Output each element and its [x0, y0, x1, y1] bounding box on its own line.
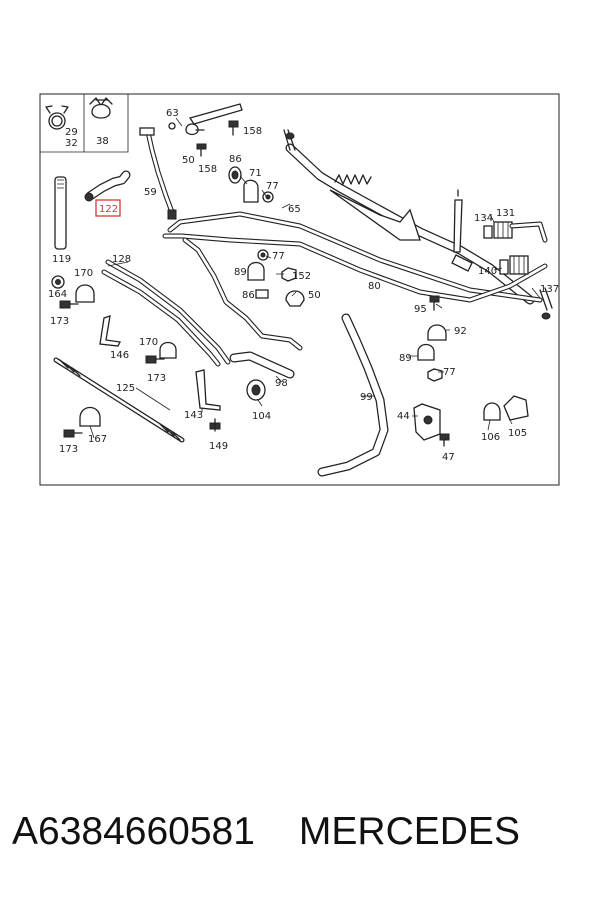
hose-part-99: [317, 313, 389, 477]
part-label-104: 104: [252, 411, 271, 422]
part-label-106: 106: [481, 432, 500, 443]
part-label-158a: 158: [243, 126, 262, 137]
steering-gear-part-65: [283, 129, 553, 320]
pressure-hose-part-59: [139, 127, 177, 220]
part-label-137: 137: [540, 284, 559, 295]
bracket-part-105: [503, 395, 529, 421]
part-label-170a: 170: [74, 268, 93, 279]
part-label-143: 143: [184, 410, 203, 421]
part-label-80: 80: [368, 281, 381, 292]
spacer-part-86b: [255, 289, 269, 299]
part-number: A6384660581: [12, 810, 255, 853]
part-label-65: 65: [288, 204, 301, 215]
part-label-50b: 50: [308, 290, 321, 301]
fitting-part-140: [499, 255, 529, 275]
clamp-part-170b: [159, 341, 177, 359]
part-caption: A6384660581 MERCEDES: [12, 806, 592, 858]
part-label-98: 98: [275, 378, 288, 389]
part-label-38: 38: [96, 136, 109, 147]
nut-part-152: [281, 267, 297, 282]
part-label-89a: 89: [234, 267, 247, 278]
part-label-140: 140: [478, 266, 497, 277]
return-line-part-80: [162, 211, 548, 303]
leader-lines: [89, 117, 541, 439]
nut-part-77c: [427, 368, 443, 382]
part-label-99: 99: [360, 392, 373, 403]
part-label-86a: 86: [229, 154, 242, 165]
fitting-part-131: [493, 221, 548, 243]
part-label-77a: 77: [266, 181, 279, 192]
bolt-part-158a: [228, 120, 239, 136]
part-label-105: 105: [508, 428, 527, 439]
clamp-part-89a: [247, 261, 265, 281]
part-label-164: 164: [48, 289, 67, 300]
part-label-89b: 89: [399, 353, 412, 364]
hose-part-122: [84, 170, 131, 202]
clip-part-50b: [285, 290, 305, 307]
hose-part-98: [229, 351, 295, 379]
part-label-131: 131: [496, 208, 515, 219]
part-label-86b: 86: [242, 290, 255, 301]
part-label-146: 146: [110, 350, 129, 361]
clamp-part-167: [79, 406, 101, 427]
part-label-125: 125: [116, 383, 135, 394]
bracket-part-146: [99, 315, 121, 347]
brand-name: MERCEDES: [298, 810, 520, 853]
clamp-part-170a: [75, 284, 95, 303]
bolt-part-95: [429, 295, 440, 311]
line-part-128: [101, 237, 303, 367]
part-label-152: 152: [292, 271, 311, 282]
part-label-167: 167: [88, 434, 107, 445]
part-label-47: 47: [442, 452, 455, 463]
inset-box-divider: [40, 94, 129, 153]
nut-part-164: [51, 275, 65, 289]
part-label-95: 95: [414, 304, 427, 315]
bolt-part-173b: [145, 355, 165, 364]
highlight-box-122: [95, 199, 121, 217]
part-label-158b: 158: [198, 164, 217, 175]
bolt-part-47: [439, 433, 450, 447]
bolt-part-173a: [59, 300, 79, 309]
clip-part-92: [427, 324, 447, 341]
part-label-134: 134: [474, 213, 493, 224]
clamp-part-71: [243, 179, 259, 203]
fitting-part-134: [483, 225, 493, 239]
part-label-44: 44: [397, 411, 410, 422]
clip-part-50a: [185, 123, 205, 136]
ring-part-63: [168, 122, 176, 130]
part-label-32: 32: [65, 138, 78, 149]
mount-part-86: [228, 166, 242, 184]
part-label-173a: 173: [50, 316, 69, 327]
part-label-63: 63: [166, 108, 179, 119]
part-label-71: 71: [249, 168, 262, 179]
clamp-part-89b: [417, 343, 435, 361]
hose-part-119: [54, 176, 67, 250]
bolt-part-158b: [196, 143, 207, 157]
part-label-173b: 173: [147, 373, 166, 384]
part-label-128: 128: [112, 254, 131, 265]
clip-part-106: [483, 402, 501, 421]
rod-part-125: [53, 357, 185, 443]
part-label-170b: 170: [139, 337, 158, 348]
part-label-149: 149: [209, 441, 228, 452]
bolt-part-149: [209, 418, 221, 432]
part-label-173c: 173: [59, 444, 78, 455]
part-label-50a: 50: [182, 155, 195, 166]
parts-diagram: 29 32 38 63 158 50 158 86 71 77 59 65 12…: [39, 93, 560, 486]
grommet-part-104: [246, 379, 266, 401]
part-label-29: 29: [65, 127, 78, 138]
bracket-part-143: [195, 369, 221, 411]
bolt-part-173c: [63, 429, 83, 438]
bracket-part-44: [413, 403, 441, 441]
part-label-119: 119: [52, 254, 71, 265]
hose-clamp-part-29: [45, 105, 69, 130]
part-label-92: 92: [454, 326, 467, 337]
part-label-59: 59: [144, 187, 157, 198]
bracket-part-63: [188, 103, 243, 125]
part-label-77c: 77: [443, 367, 456, 378]
hose-clamp-part-38: [89, 97, 113, 119]
part-label-77b: 77: [272, 251, 285, 262]
part-label-122: 122: [99, 204, 118, 215]
